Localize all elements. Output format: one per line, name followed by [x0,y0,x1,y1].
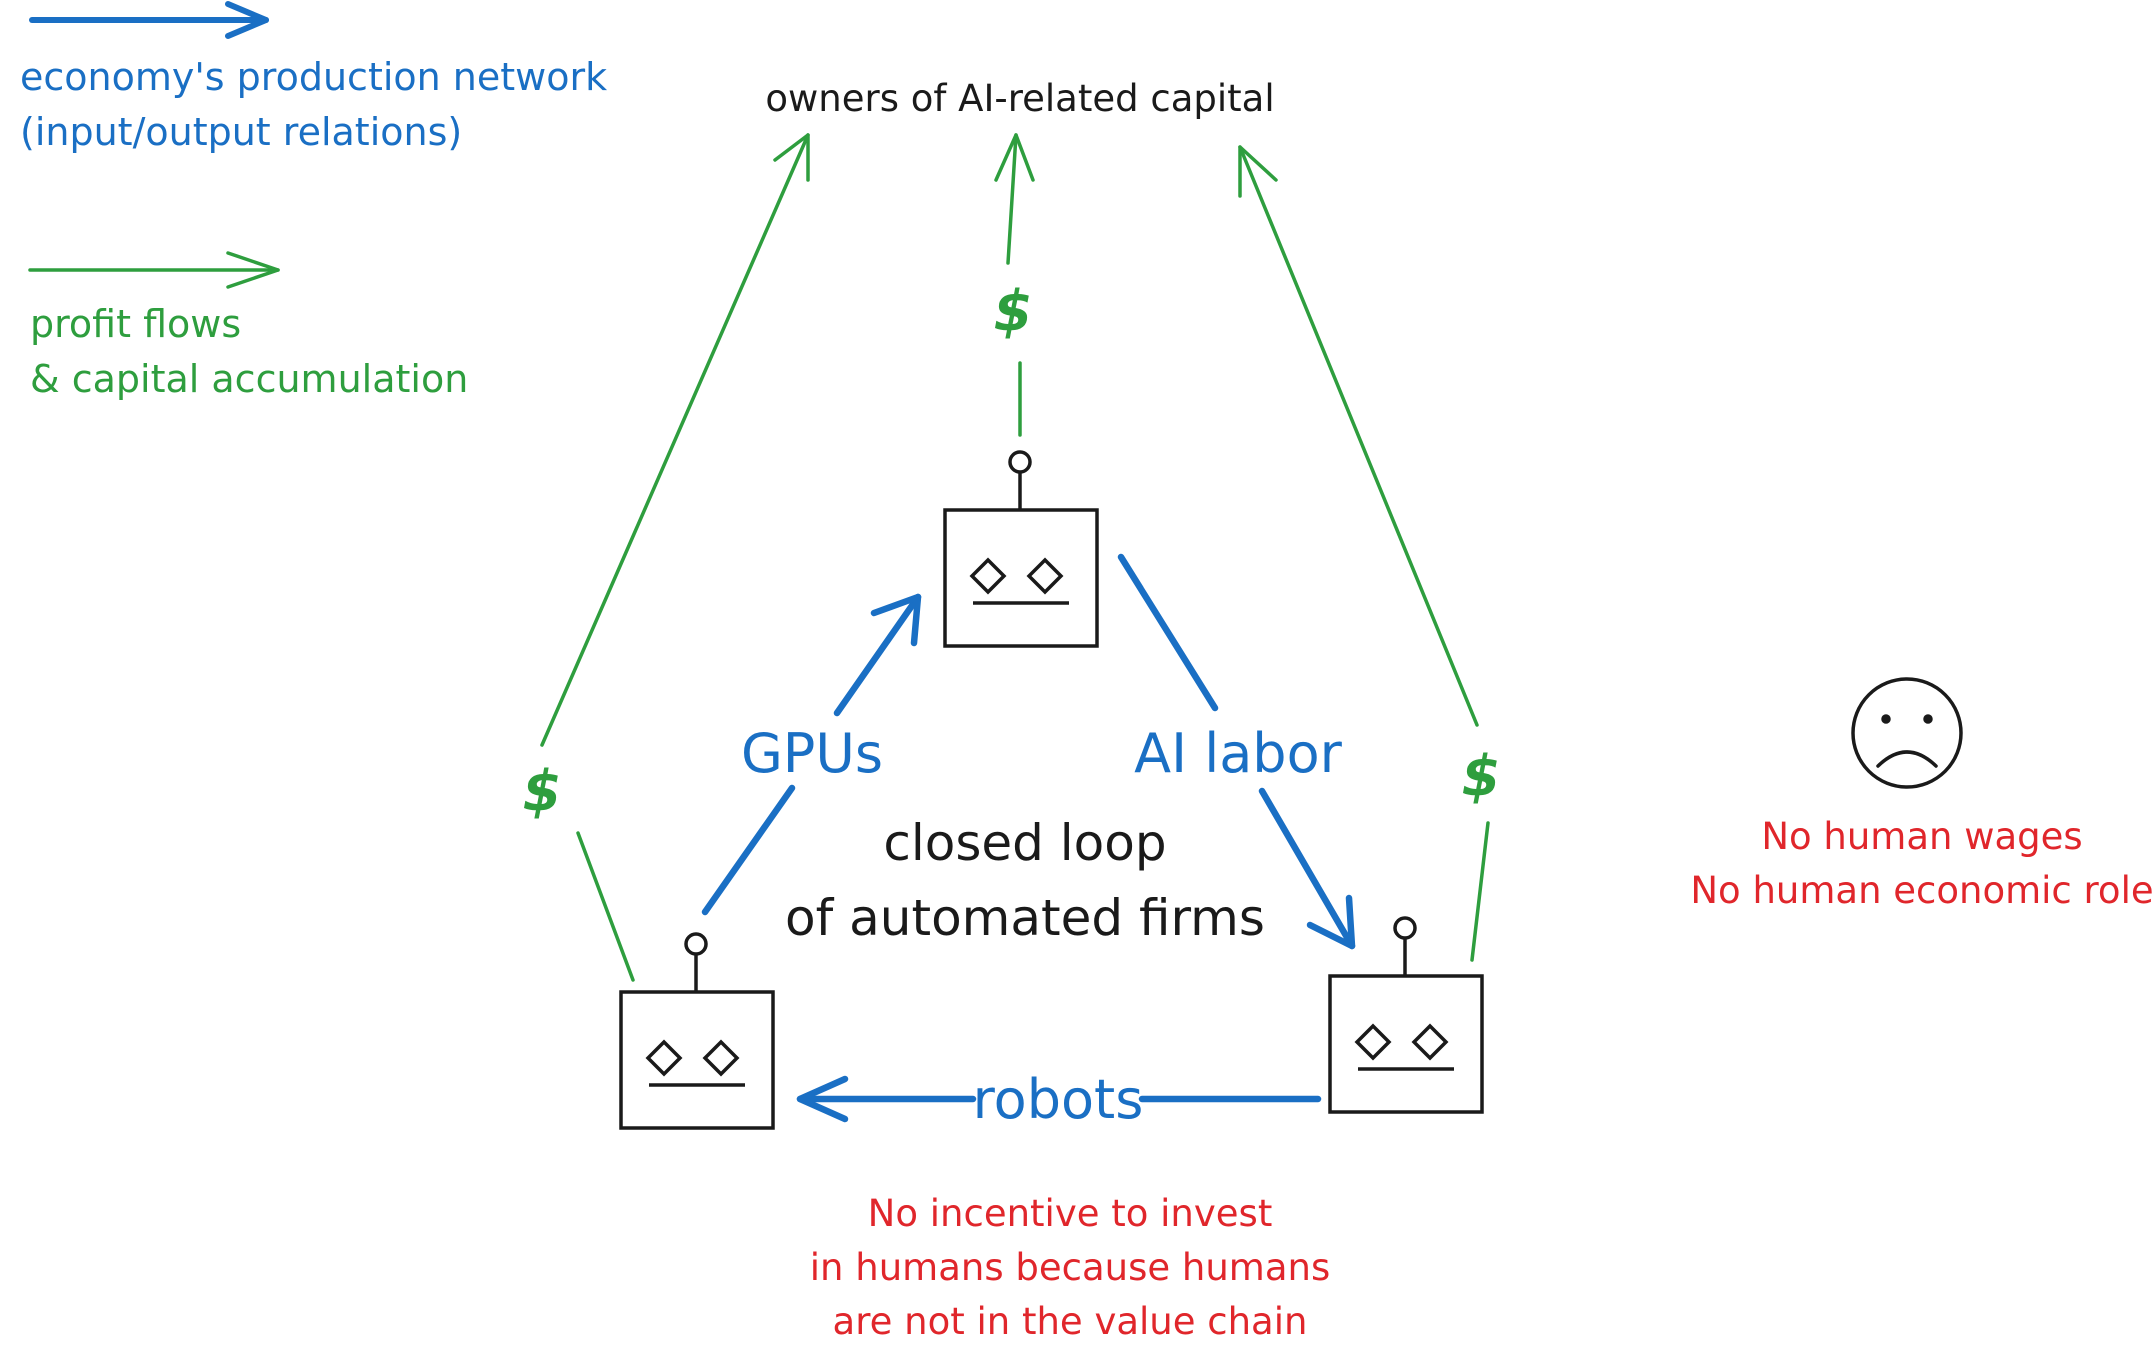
sad-face-icon [1851,677,1963,789]
right-note-line1: No human wages [1761,815,2082,858]
production-flows [701,553,1356,1123]
dollar-sign-right: $ [1462,744,1501,809]
legend-production-line2: (input/output relations) [20,110,462,154]
legend: economy's production network (input/outp… [20,1,607,401]
dollar-sign-left: $ [523,759,562,824]
production-arrow-ai-labor [1117,553,1356,950]
legend-production-line1: economy's production network [20,55,607,99]
production-arrow-robots [796,1075,1322,1123]
legend-profit-line2: & capital accumulation [30,357,468,401]
production-arrow-gpus [701,593,922,916]
robot-firm-right [1328,916,1484,1114]
legend-profit-line1: profit flows [30,302,241,346]
legend-green-arrow [28,251,280,289]
legend-blue-arrow [29,1,269,39]
right-note-line2: No human economic role [1690,869,2153,912]
robot-icon [1328,916,1484,1114]
flow-label-gpus: GPUs [741,722,883,785]
profit-flows [540,133,1490,982]
center-label-line1: closed loop [883,814,1166,872]
profit-arrow-right [1238,145,1490,962]
profit-arrow-left [540,133,810,982]
center-label-line2: of automated firms [785,889,1265,947]
bottom-note-line3: are not in the value chain [833,1300,1308,1343]
flow-label-ai-labor: AI labor [1134,722,1342,785]
owners-label: owners of AI-related capital [765,77,1274,120]
dollar-sign-top: $ [994,279,1033,344]
robot-icon [943,450,1099,648]
flow-label-robots: robots [973,1068,1144,1131]
robot-icon [619,932,775,1130]
robot-firm-left [619,932,775,1130]
profit-arrow-top [994,133,1035,437]
robot-firm-top [943,450,1099,648]
bottom-note-line2: in humans because humans [810,1246,1330,1289]
bottom-note-line1: No incentive to invest [868,1192,1273,1235]
